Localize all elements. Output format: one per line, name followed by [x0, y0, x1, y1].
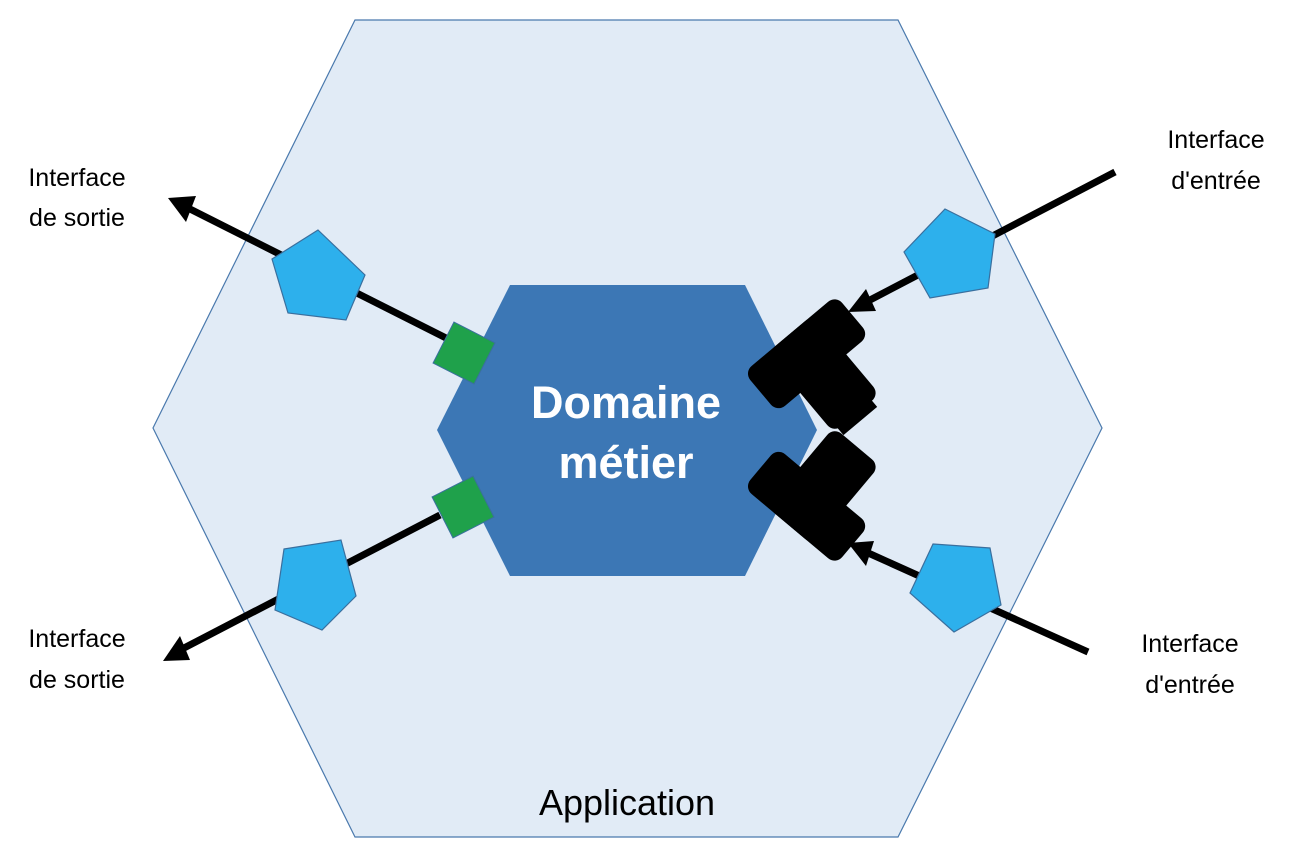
port-input-top	[903, 208, 996, 299]
input-adapter-top	[747, 299, 878, 436]
input-label-bottom-line2: d'entrée	[1145, 671, 1235, 699]
output-label-bottom-line1: Interface	[28, 625, 125, 653]
output-arrowhead-bottom	[163, 636, 190, 661]
output-adapter-bottom	[431, 475, 495, 539]
output-label-bottom-line2: de sortie	[29, 666, 125, 694]
port-input-bottom	[909, 543, 1002, 633]
domain-hexagon	[437, 285, 817, 576]
port-output-top	[271, 229, 366, 321]
application-label: Application	[539, 782, 715, 823]
output-label-top-line2: de sortie	[29, 204, 125, 232]
input-label-bottom-line1: Interface	[1141, 630, 1238, 658]
output-adapter-top	[432, 321, 496, 385]
input-arrowhead-top	[848, 289, 876, 312]
output-label-top-line1: Interface	[28, 164, 125, 192]
output-arrowhead-top	[168, 196, 196, 222]
domain-label-line1: Domaine	[531, 377, 721, 428]
input-arrowhead-bottom	[848, 541, 874, 566]
domain-label-line2: métier	[558, 437, 693, 488]
input-adapter-bottom	[747, 431, 876, 561]
port-output-bottom	[274, 539, 357, 631]
input-label-top-line1: Interface	[1167, 126, 1264, 154]
input-label-top-line2: d'entrée	[1171, 167, 1261, 195]
